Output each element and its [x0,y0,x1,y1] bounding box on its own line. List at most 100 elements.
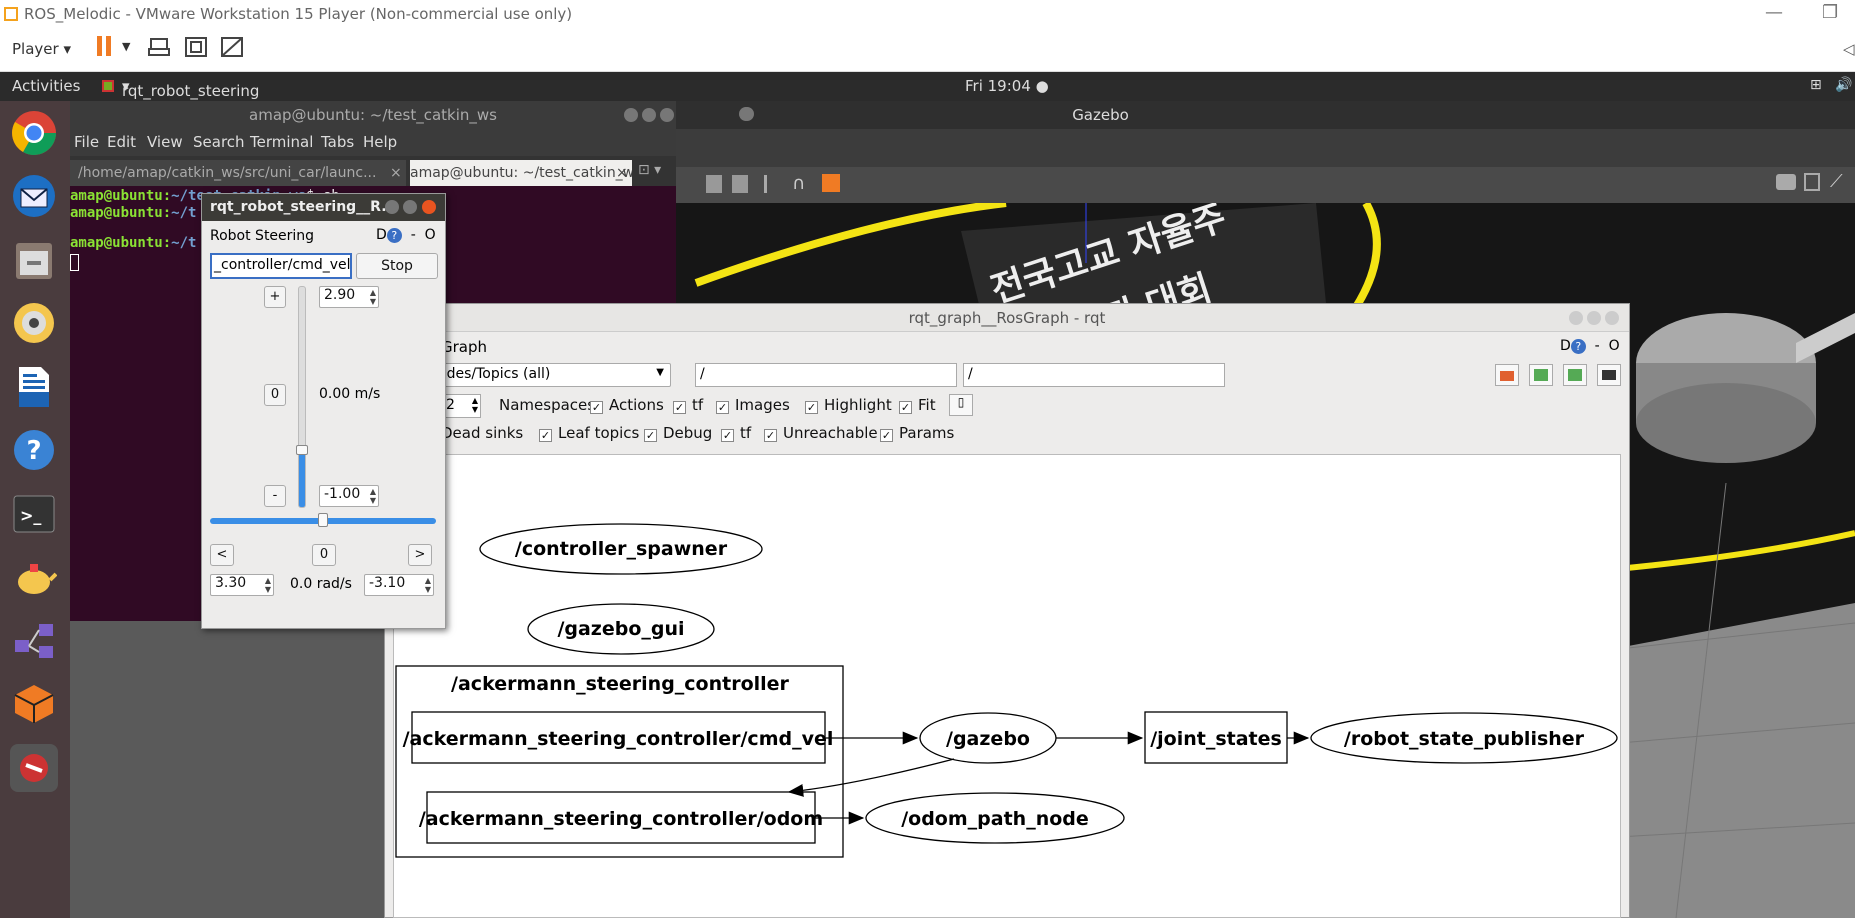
new-tab-icon[interactable]: ⊡ ▾ [638,162,662,178]
menu-file[interactable]: File [74,133,100,151]
graph-canvas[interactable]: /controller_spawner /gazebo_gui /ackerma… [393,454,1621,918]
thunderbird-icon[interactable] [10,172,58,220]
check-params[interactable]: ✓Params [880,424,955,442]
max-linear-spinbox[interactable]: 2.90▲▼ [319,286,379,308]
topic-cmd-vel[interactable]: /ackermann_steering_controller/cmd_vel [403,711,834,764]
paste-icon[interactable] [732,175,748,193]
terminal-close-button[interactable] [660,108,674,122]
network-tool-icon[interactable] [10,617,58,665]
check-fit[interactable]: ✓Fit [899,396,936,414]
fullscreen-icon[interactable] [184,36,208,60]
steering-maximize-button[interactable] [403,200,417,214]
graph-close-button[interactable] [1605,311,1619,325]
align-icon[interactable] [764,175,782,193]
check-images[interactable]: ✓Images [716,396,790,414]
depth-spinbox[interactable]: 2 ▲▼ [441,394,481,418]
menu-terminal[interactable]: Terminal [250,133,314,151]
help-icon[interactable]: ? [10,426,58,474]
node-robot-state-publisher[interactable]: /robot_state_publisher [1310,712,1618,764]
color-icon[interactable] [822,174,840,192]
minimize-icon[interactable]: — [1765,2,1783,23]
zero-angular-button[interactable]: 0 [312,544,336,566]
namespace-filter-input[interactable]: / [695,363,957,387]
topic-filter-input[interactable]: / [963,363,1225,387]
fit-view-icon[interactable]: ▯ [949,394,973,416]
check-unreachable[interactable]: ✓Unreachable [764,424,878,442]
decrease-linear-button[interactable]: - [264,485,286,507]
linear-slider[interactable] [296,286,308,508]
turn-right-button[interactable]: > [408,544,432,566]
check-actions[interactable]: ✓Actions [590,396,664,414]
player-menu[interactable]: Player ▾ [12,40,71,58]
menu-tabs[interactable]: Tabs [321,133,355,151]
send-ctrl-alt-del-icon[interactable] [148,36,172,60]
menu-view[interactable]: View [147,133,183,151]
check-namespaces[interactable]: Namespaces [499,396,595,414]
plot-icon[interactable]: ⟋ [1830,171,1843,192]
clock[interactable]: Fri 19:04 ● [965,77,1049,95]
menu-edit[interactable]: Edit [107,133,137,151]
steering-minimize-button[interactable] [385,200,399,214]
terminal-tab-1[interactable]: /home/amap/catkin_ws/src/uni_car/launc..… [70,160,406,186]
rhythmbox-icon[interactable] [10,299,58,347]
copy-icon[interactable] [706,175,722,193]
restore-icon[interactable]: ❐ [1822,2,1839,23]
virtualbox-icon[interactable] [10,680,58,728]
save-image-icon[interactable] [1597,364,1621,386]
steering-dock-controls[interactable]: D? - O [376,227,436,243]
menu-search[interactable]: Search [193,133,245,151]
screenshot-icon[interactable] [1776,174,1796,190]
node-gazebo-gui[interactable]: /gazebo_gui [527,603,715,655]
chrome-icon[interactable] [10,109,58,157]
min-angular-spinbox[interactable]: -3.10▲▼ [364,574,434,596]
angular-slider[interactable] [210,513,436,527]
zero-linear-button[interactable]: 0 [264,384,286,406]
teapot-icon[interactable] [10,553,58,601]
stop-button[interactable]: Stop [356,253,438,279]
load-dot-icon[interactable] [1495,364,1519,386]
volume-icon[interactable]: 🔊 [1835,77,1853,93]
node-odom-path-node[interactable]: /odom_path_node [865,792,1125,844]
activities-button[interactable]: Activities [12,77,81,95]
node-gazebo[interactable]: /gazebo [919,712,1057,764]
menu-help[interactable]: Help [363,133,398,151]
save-dot-icon[interactable] [1529,364,1553,386]
terminal-tab-2[interactable]: amap@ubuntu: ~/test_catkin_ws × [410,160,632,186]
turn-left-button[interactable]: < [210,544,234,566]
terminal-maximize-button[interactable] [642,108,656,122]
steering-close-button[interactable] [422,200,436,214]
library-toggle-icon[interactable]: ◁ [1843,40,1855,58]
check-tf[interactable]: ✓tf [673,396,704,414]
topic-odom[interactable]: /ackermann_steering_controller/odom [419,791,823,844]
check-dead-sinks[interactable]: Dead sinks [441,424,523,442]
unity-mode-icon[interactable] [220,36,244,60]
graph-filter-select[interactable]: odes/Topics (all) ▼ [433,363,671,387]
log-icon[interactable] [1804,173,1820,191]
increase-linear-button[interactable]: + [264,286,286,308]
graph-maximize-button[interactable] [1587,311,1601,325]
writer-icon[interactable] [10,363,58,411]
network-status-icon[interactable]: ⊞ [1810,77,1822,93]
max-angular-spinbox[interactable]: 3.30▲▼ [210,574,274,596]
linear-slider-handle[interactable] [296,444,308,455]
files-icon[interactable] [10,236,58,284]
pause-dropdown-icon[interactable]: ▼ [122,40,131,53]
node-controller-spawner[interactable]: /controller_spawner [479,523,763,575]
graph-minimize-button[interactable] [1569,311,1583,325]
angular-slider-handle[interactable] [318,513,328,527]
gazebo-icon[interactable] [10,744,58,792]
terminal-minimize-button[interactable] [624,108,638,122]
min-linear-spinbox[interactable]: -1.00▲▼ [319,485,379,507]
save-svg-icon[interactable] [1563,364,1587,386]
graph-dock-controls[interactable]: D? - O [1560,338,1620,354]
snap-icon[interactable]: ∩ [792,173,806,194]
topic-input[interactable]: _controller/cmd_vel [210,253,352,279]
pause-icon[interactable] [96,34,114,58]
topic-joint-states[interactable]: /joint_states [1144,711,1288,764]
check-tf-2[interactable]: ✓tf [721,424,752,442]
app-menu[interactable]: rqt_robot_steering ▾ [122,77,260,100]
terminal-icon[interactable]: >_ [10,490,58,538]
check-debug[interactable]: ✓Debug [644,424,713,442]
check-highlight[interactable]: ✓Highlight [805,396,892,414]
tab-close-icon[interactable]: × [390,165,402,181]
